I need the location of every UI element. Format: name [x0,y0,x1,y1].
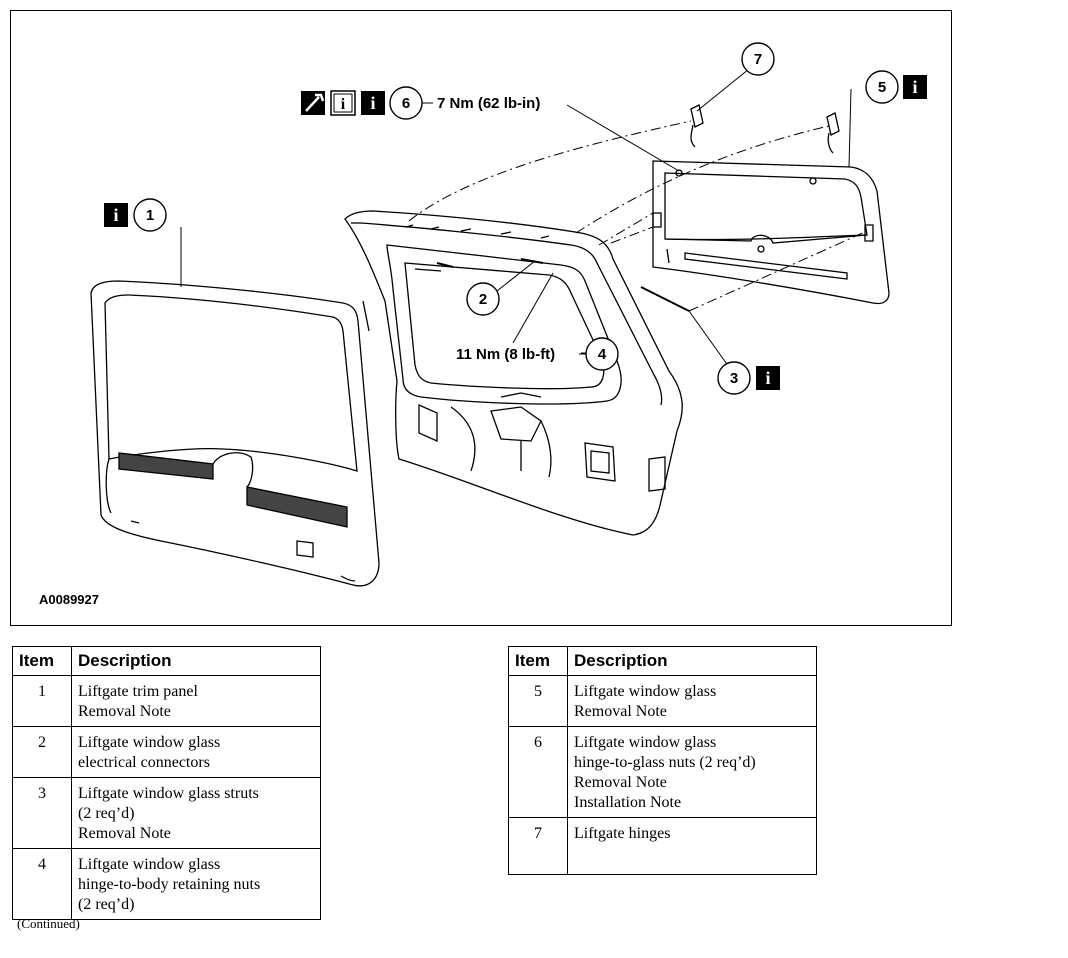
info-icon: i [361,91,385,115]
description-cell: Liftgate window glass hinge-to-glass nuts… [567,726,817,818]
item-number-cell: 6 [508,726,568,818]
liftgate-trim-panel-drawing [90,280,380,587]
callout-5 [865,70,899,104]
table-row: 6 Liftgate window glass hinge-to-glass nut… [508,726,817,818]
window-glass-strut-drawing [640,286,690,312]
item-column-header: Item [12,646,72,676]
table-row: 2 Liftgate window glass electrical connect… [12,726,321,778]
description-line: (2 req’d) [78,896,135,913]
description-column-header: Description [567,646,817,676]
item-number-cell: 4 [12,848,72,920]
item-number-cell: 5 [508,675,568,727]
description-line: electrical connectors [78,754,210,771]
svg-text:i: i [341,96,346,113]
svg-text:i: i [113,205,118,225]
svg-text:i: i [912,77,917,97]
description-line: Liftgate trim panel [78,683,198,700]
continued-note: (Continued) [17,916,80,931]
description-line: Liftgate hinges [574,825,671,842]
callout-number-3: 3 [730,370,738,387]
info-icon: i [756,366,780,390]
description-cell: Liftgate hinges [567,817,817,875]
description-line: Liftgate window glass [78,734,221,751]
description-column-header: Description [71,646,321,676]
callout-number-2: 2 [479,291,487,308]
description-line: Installation Note [574,794,682,811]
callout-number-5: 5 [878,79,886,96]
item-number-cell: 1 [12,675,72,727]
description-line: Liftgate window glass [78,856,221,873]
description-line: Removal Note [574,703,667,720]
exploded-view-drawing: i i i i i 1 2 3 4 5 6 7 [39,42,927,607]
torque-label-4: 11 Nm (8 lb-ft) [456,346,555,363]
callout-1 [133,198,167,232]
callout-number-6: 6 [402,95,410,112]
item-number-cell: 3 [12,777,72,849]
callout-7 [741,42,775,76]
liftgate-window-glass-drawing [652,160,890,305]
description-cell: Liftgate window glass hinge-to-body retai… [71,848,321,920]
table-row: 4 Liftgate window glass hinge-to-body reta… [12,848,321,920]
description-cell: Liftgate window glass electrical connecto… [71,726,321,778]
item-number-cell: 7 [508,817,568,875]
callout-number-4: 4 [598,346,607,363]
table-row: 7 Liftgate hinges [508,817,817,875]
callout-3 [717,361,751,395]
table-row: 3 Liftgate window glass struts (2 req’d) Re… [12,777,321,849]
description-line: Removal Note [574,774,667,791]
exploded-view-figure: i i i i i 1 2 3 4 5 6 7 [10,10,952,626]
description-cell: Liftgate window glass struts (2 req’d) Rem… [71,777,321,849]
info-icon: i [903,75,927,99]
torque-wrench-icon [301,91,325,115]
item-column-header: Item [508,646,568,676]
info-icon: i [330,90,356,116]
svg-text:i: i [765,368,770,388]
liftgate-hinges-drawing [690,104,840,154]
description-line: hinge-to-glass nuts (2 req’d) [574,754,756,771]
torque-label-6: 7 Nm (62 lb-in) [437,95,540,112]
liftgate-body-drawing [344,210,683,536]
svg-text:i: i [370,93,375,113]
description-line: hinge-to-body retaining nuts [78,876,261,893]
description-line: Removal Note [78,703,171,720]
callout-number-1: 1 [146,207,154,224]
callout-number-7: 7 [754,51,762,68]
description-line: Liftgate window glass [574,683,717,700]
description-line: Removal Note [78,825,171,842]
info-icon: i [104,203,128,227]
description-line: Liftgate window glass [574,734,717,751]
description-line: (2 req’d) [78,805,135,822]
figure-id: A0089927 [39,592,99,607]
description-line: Liftgate window glass struts [78,785,259,802]
callout-2 [466,282,500,316]
item-number-cell: 2 [12,726,72,778]
electrical-connectors-drawing [436,258,544,268]
